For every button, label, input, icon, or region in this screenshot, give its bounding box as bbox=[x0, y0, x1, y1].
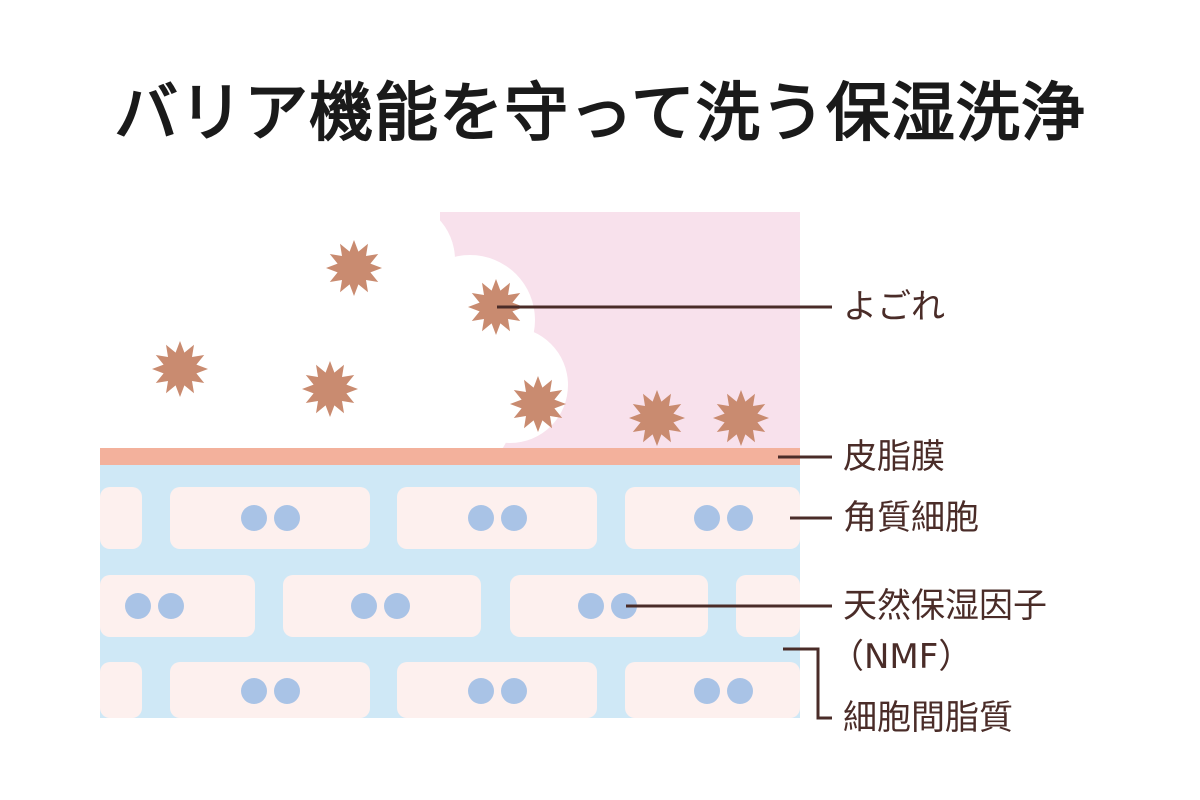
nmf-dot bbox=[501, 505, 527, 531]
dirt-particle bbox=[302, 361, 358, 417]
nmf-dot bbox=[727, 505, 753, 531]
dirt-particle bbox=[510, 376, 566, 432]
nmf-dot bbox=[274, 678, 300, 704]
cell bbox=[397, 487, 597, 549]
dirt-particles bbox=[152, 240, 769, 446]
corneocyte-cells bbox=[100, 487, 800, 718]
leader-line-intercellular bbox=[783, 647, 832, 720]
label-intercellular: 細胞間脂質 bbox=[843, 698, 1013, 738]
label-nmf-line2: （NMF） bbox=[830, 637, 973, 677]
cell bbox=[100, 662, 142, 718]
nmf-dot bbox=[241, 678, 267, 704]
cell bbox=[100, 487, 142, 549]
nmf-dot bbox=[727, 678, 753, 704]
dirt-particle bbox=[326, 240, 382, 296]
cell bbox=[510, 575, 708, 637]
nmf-dot bbox=[694, 505, 720, 531]
nmf-dot bbox=[158, 593, 184, 619]
nmf-dot bbox=[468, 678, 494, 704]
cell bbox=[283, 575, 481, 637]
label-corneocyte: 角質細胞 bbox=[843, 498, 979, 538]
nmf-dot bbox=[351, 593, 377, 619]
nmf-dot bbox=[611, 593, 637, 619]
nmf-dot bbox=[241, 505, 267, 531]
nmf-dots bbox=[125, 505, 753, 704]
nmf-dot bbox=[578, 593, 604, 619]
nmf-dot bbox=[384, 593, 410, 619]
nmf-dot bbox=[274, 505, 300, 531]
cell bbox=[170, 662, 370, 718]
dirt-particle bbox=[468, 279, 524, 335]
page-title: バリア機能を守って洗う保湿洗浄 bbox=[114, 77, 1086, 151]
label-dirt: よごれ bbox=[843, 287, 945, 327]
cell bbox=[170, 487, 370, 549]
sebum-layer bbox=[100, 448, 800, 465]
nmf-dot bbox=[468, 505, 494, 531]
label-nmf-line1: 天然保湿因子 bbox=[843, 586, 1047, 626]
nmf-dot bbox=[694, 678, 720, 704]
nmf-dot bbox=[125, 593, 151, 619]
dirt-particle bbox=[152, 341, 208, 397]
nmf-dot bbox=[501, 678, 527, 704]
dirt-particle bbox=[713, 390, 769, 446]
cell bbox=[397, 662, 597, 718]
label-sebum: 皮脂膜 bbox=[843, 437, 945, 477]
dirt-particle bbox=[629, 390, 685, 446]
